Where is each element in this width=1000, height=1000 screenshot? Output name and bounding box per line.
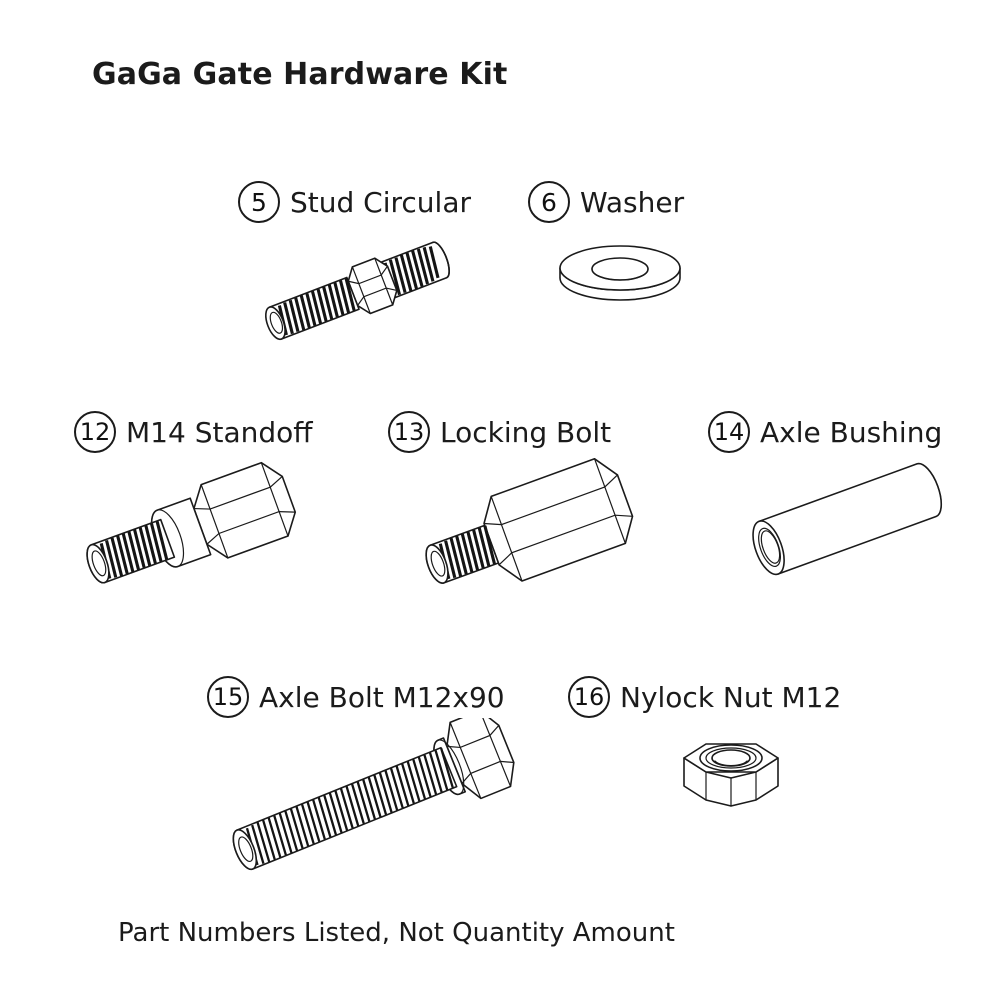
hex-locking-bolt-icon [425,458,634,584]
part-name-14: Axle Bushing [760,415,943,449]
part-name-12: M14 Standoff [126,415,313,449]
part-label-12: 12 M14 Standoff [74,411,313,453]
nylock-nut-icon [683,743,779,807]
hex-head-bolt-icon [232,718,515,871]
part-number-badge-12: 12 [74,411,116,453]
part-name-13: Locking Bolt [440,415,612,449]
part-label-16: 16 Nylock Nut M12 [568,676,841,718]
part-name-15: Axle Bolt M12x90 [259,680,505,714]
part-label-6: 6 Washer [528,181,684,223]
part-name-5: Stud Circular [290,185,471,219]
tube-bushing-icon [752,462,943,576]
footer-note: Part Numbers Listed, Not Quantity Amount [118,918,675,948]
flat-washer-icon [559,245,681,301]
part-name-6: Washer [580,185,685,219]
part-name-16: Nylock Nut M12 [620,680,842,714]
part-label-14: 14 Axle Bushing [708,411,942,453]
page-title: GaGa Gate Hardware Kit [92,57,508,92]
part-label-13: 13 Locking Bolt [388,411,611,453]
part-number-badge-13: 13 [388,411,430,453]
hex-standoff-icon [86,461,297,584]
threaded-stud-icon [264,241,450,341]
part-number-badge-14: 14 [708,411,750,453]
part-label-5: 5 Stud Circular [238,181,471,223]
part-number-badge-5: 5 [238,181,280,223]
part-number-badge-16: 16 [568,676,610,718]
part-number-badge-6: 6 [528,181,570,223]
part-number-badge-15: 15 [207,676,249,718]
part-label-15: 15 Axle Bolt M12x90 [207,676,505,718]
